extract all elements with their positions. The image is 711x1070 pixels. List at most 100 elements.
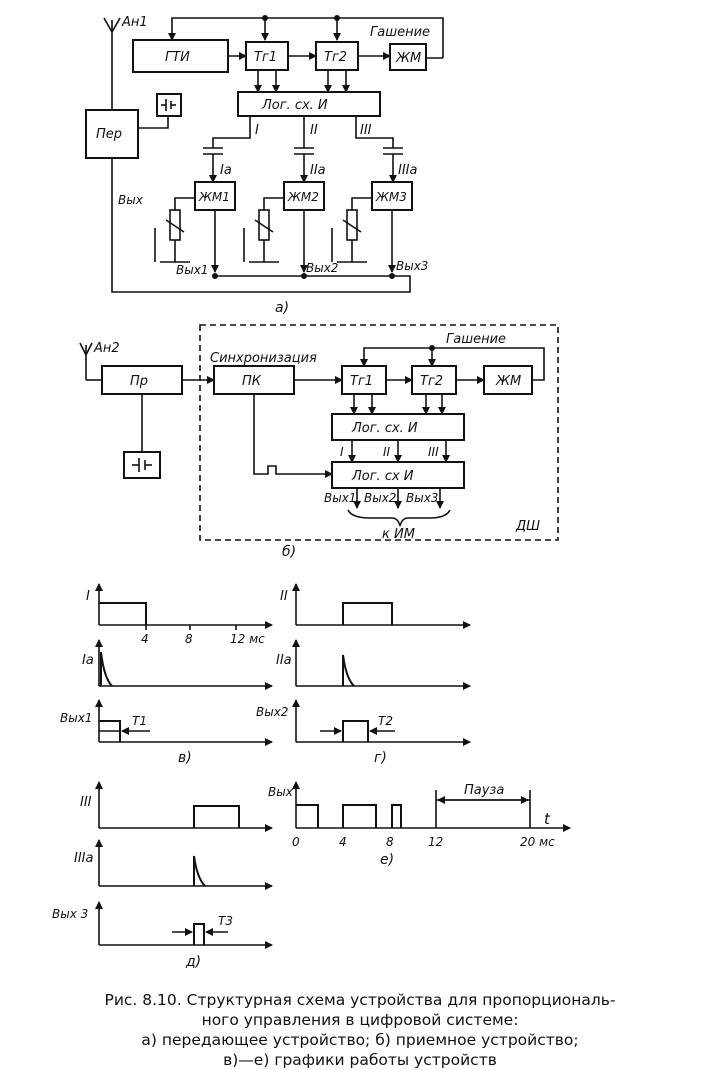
t1-label: T1 xyxy=(132,714,147,728)
zhm2-block xyxy=(283,181,325,211)
caption-line-3: а) передающее устройство; б) приемное ус… xyxy=(141,1031,579,1049)
battery-icon xyxy=(132,458,152,472)
tg1-block xyxy=(245,41,289,71)
zhm1-label: ЖМ1 xyxy=(198,190,230,204)
resistor-network-2 xyxy=(243,197,308,273)
tg2-label: Тг2 xyxy=(324,50,347,65)
graph-d: III IIIа Вых 3 T3 д) xyxy=(52,781,273,970)
out-i-label: I xyxy=(255,123,259,138)
dsh-label: ДШ xyxy=(515,519,540,534)
y-label-vyh2: Вых2 xyxy=(256,705,288,719)
graph-v: I 4 8 12 мс Iа Вых1 T1 в) xyxy=(60,583,273,766)
logic-label-a: Лог. сх. И xyxy=(261,98,328,113)
graph-g-caption: г) xyxy=(374,750,387,766)
y-label-ii: II xyxy=(280,589,288,604)
vyh2-label: Вых2 xyxy=(306,261,338,275)
e-tick-12: 12 xyxy=(428,835,443,849)
vyh3-label-b: Вых3 xyxy=(406,491,438,505)
zhm1-block xyxy=(194,181,236,211)
y-label-vyh: Вых xyxy=(268,785,294,799)
out-iii-label: III xyxy=(360,123,372,138)
logic-label-b1: Лог. сх. И xyxy=(351,421,418,436)
zhm-label-b: ЖМ xyxy=(495,374,521,389)
caption-line-1: Рис. 8.10. Структурная схема устройства … xyxy=(104,991,616,1009)
vyh1-label-b: Вых1 xyxy=(324,491,356,505)
zhm3-label: ЖМ3 xyxy=(375,190,407,204)
pr-label: Пр xyxy=(130,374,148,389)
logic-and-block-b1 xyxy=(331,413,465,441)
tick-4: 4 xyxy=(141,632,149,646)
e-tick-8: 8 xyxy=(386,835,394,849)
y-label-i: I xyxy=(86,589,90,604)
out-i-label-b: I xyxy=(340,445,344,459)
gashenie-label-b: Гашение xyxy=(446,332,506,347)
tick-8: 8 xyxy=(185,632,193,646)
antenna-icon xyxy=(79,342,102,381)
sync-label: Синхронизация xyxy=(210,351,317,366)
y-label-vyh1: Вых1 xyxy=(60,711,92,725)
antenna-icon xyxy=(103,17,121,110)
decoder-frame xyxy=(199,324,559,541)
tg1-label: Тг1 xyxy=(254,50,277,65)
out-iia-label: IIа xyxy=(310,163,326,178)
y-label-vyh3: Вых 3 xyxy=(52,907,88,921)
kim-label: к ИМ xyxy=(382,527,415,542)
pk-label: ПК xyxy=(242,374,262,389)
t-axis-label: t xyxy=(544,810,551,828)
gti-label: ГТИ xyxy=(165,50,190,65)
graph-e: Вых Пауза t 0 4 8 12 20 мс е) xyxy=(268,781,571,868)
diagram-a-transmitter: Ан1 Гашение ГТИ Тг1 Тг2 ЖМ Лог. сх. И xyxy=(85,15,444,316)
battery-block-b xyxy=(123,451,161,479)
out-iii-label-b: III xyxy=(428,445,439,459)
e-tick-4: 4 xyxy=(339,835,347,849)
vyh2-label-b: Вых2 xyxy=(364,491,396,505)
antenna2-label: Ан2 xyxy=(93,341,120,356)
zhm2-label: ЖМ2 xyxy=(287,190,319,204)
per-label: Пер xyxy=(96,127,122,142)
capacitor-icon xyxy=(383,147,403,183)
graph-g: II IIа Вых2 T2 г) xyxy=(256,583,471,766)
resistor-network-1 xyxy=(154,197,219,273)
resistor-network-3 xyxy=(331,197,396,273)
graph-e-caption: е) xyxy=(380,852,394,868)
out-iiia-label: IIIа xyxy=(398,163,418,178)
logic-label-b2: Лог. сх И xyxy=(351,469,414,484)
graph-v-caption: в) xyxy=(178,750,192,766)
logic-and-block-a xyxy=(237,91,381,117)
diagram-a-caption: а) xyxy=(275,300,289,316)
gashenie-label: Гашение xyxy=(370,25,430,40)
diagram-b-receiver: Ан2 Пр Синхронизация ДШ ПК Тг1 Тг2 ЖМ Га… xyxy=(79,324,559,560)
vyh1-label: Вых1 xyxy=(176,263,208,277)
vyh3-label: Вых3 xyxy=(396,259,428,273)
capacitor-icon xyxy=(294,147,314,183)
y-label-iii: III xyxy=(80,795,92,810)
y-label-iiia: IIIа xyxy=(74,851,94,866)
out-ii-label-b: II xyxy=(383,445,391,459)
capacitor-icon xyxy=(203,147,223,183)
diagram-b-caption: б) xyxy=(282,544,296,560)
e-tick-0: 0 xyxy=(292,835,300,849)
tg2-label-b: Тг2 xyxy=(420,374,443,389)
pr-block xyxy=(101,365,183,395)
per-block xyxy=(85,109,139,159)
antenna-label: Ан1 xyxy=(121,15,148,30)
y-label-ia: Iа xyxy=(82,653,94,668)
graph-d-caption: д) xyxy=(185,954,201,970)
caption-line-2: ного управления в цифровой системе: xyxy=(201,1011,519,1029)
zhm3-block xyxy=(371,181,413,211)
caption-line-4: в)—е) графики работы устройств xyxy=(223,1051,497,1069)
tg1-block-b xyxy=(341,365,387,395)
tg1-label-b: Тг1 xyxy=(350,374,373,389)
zhm-block xyxy=(389,43,427,71)
battery-block xyxy=(156,93,182,117)
out-ia-label: Iа xyxy=(220,163,232,178)
e-tick-20: 20 мс xyxy=(520,835,555,849)
pauza-label: Пауза xyxy=(464,783,504,798)
figure-caption: Рис. 8.10. Структурная схема устройства … xyxy=(60,990,660,1070)
t3-label: T3 xyxy=(218,914,233,928)
out-ii-label: II xyxy=(310,123,318,138)
tg2-block xyxy=(315,41,359,71)
t2-label: T2 xyxy=(378,714,393,728)
battery-icon xyxy=(161,99,176,111)
